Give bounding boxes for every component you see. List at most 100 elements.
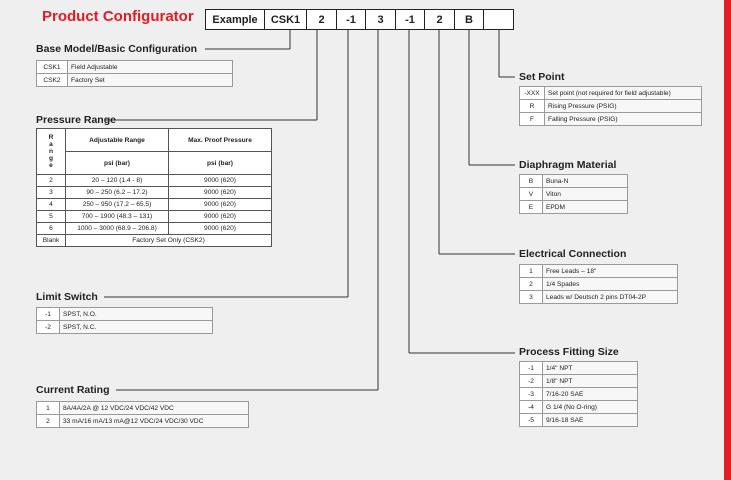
code-cell: V	[519, 187, 543, 201]
range-value: 700 – 1900 (48.3 – 131)	[65, 210, 169, 223]
range-code: 3	[36, 186, 66, 199]
limit-switch-title: Limit Switch	[36, 291, 98, 303]
desc-cell: 9/16-18 SAE	[542, 413, 638, 427]
range-code: 5	[36, 210, 66, 223]
desc-cell: EPDM	[542, 200, 628, 214]
electrical-title: Electrical Connection	[519, 248, 627, 260]
code-cell: -XXX	[519, 86, 545, 100]
blank-description: Factory Set Only (CSK2)	[65, 234, 272, 247]
code-cell: 2	[36, 414, 60, 428]
code-cell: 3	[519, 290, 543, 304]
base-model-title: Base Model/Basic Configuration	[36, 43, 198, 55]
red-edge-bar	[724, 0, 731, 480]
code-cell: -1	[519, 361, 543, 375]
desc-cell: Free Leads – 18"	[542, 264, 678, 278]
desc-cell: 7/16-20 SAE	[542, 387, 638, 401]
code-cell: CSK2	[36, 73, 68, 87]
code-cell: R	[519, 99, 545, 113]
example-set-point	[483, 9, 514, 30]
desc-cell: Leads w/ Deutsch 2 pins DT04-2P	[542, 290, 678, 304]
process-fitting-title: Process Fitting Size	[519, 346, 619, 358]
code-cell: 1	[519, 264, 543, 278]
desc-cell: Factory Set	[67, 73, 233, 87]
desc-cell: Field Adjustable	[67, 60, 233, 74]
code-cell: E	[519, 200, 543, 214]
code-cell: -5	[519, 413, 543, 427]
code-cell: 1	[36, 401, 60, 415]
range-value: 250 – 950 (17.2 – 65.5)	[65, 198, 169, 211]
range-code: 6	[36, 222, 66, 235]
proof-value: 9000 (620)	[168, 198, 272, 211]
desc-cell: SPST, N.C.	[59, 320, 213, 334]
proof-value: 9000 (620)	[168, 210, 272, 223]
example-code-row: Example CSK1 2 -1 3 -1 2 B	[205, 9, 514, 30]
code-cell: -3	[519, 387, 543, 401]
pressure-range-title: Pressure Range	[36, 114, 116, 126]
desc-cell: 1/4" NPT	[542, 361, 638, 375]
code-cell: CSK1	[36, 60, 68, 74]
code-cell: 2	[519, 277, 543, 291]
code-cell: B	[519, 174, 543, 188]
code-cell: -1	[36, 307, 60, 321]
code-cell: -2	[519, 374, 543, 388]
range-code: 2	[36, 174, 66, 187]
proof-value: 9000 (620)	[168, 186, 272, 199]
adjustable-range-header: Adjustable Range	[65, 128, 169, 152]
desc-cell: Falling Pressure (PSIG)	[544, 112, 702, 126]
range-code: 4	[36, 198, 66, 211]
adjustable-unit-header: psi (bar)	[65, 151, 169, 175]
desc-cell: SPST, N.O.	[59, 307, 213, 321]
example-label: Example	[205, 9, 265, 30]
diaphragm-title: Diaphragm Material	[519, 159, 617, 171]
proof-value: 9000 (620)	[168, 174, 272, 187]
desc-cell: 8A/4A/2A @ 12 VDC/24 VDC/42 VDC	[59, 401, 249, 415]
desc-cell: 1/8" NPT	[542, 374, 638, 388]
desc-cell: 33 mA/16 mA/13 mA@12 VDC/24 VDC/30 VDC	[59, 414, 249, 428]
range-code: Blank	[36, 234, 66, 247]
range-value: 1000 – 3000 (68.9 – 206.8)	[65, 222, 169, 235]
desc-cell: G 1/4 (No O-ring)	[542, 400, 638, 414]
example-base-model: CSK1	[263, 9, 308, 30]
set-point-title: Set Point	[519, 71, 565, 83]
max-proof-header: Max. Proof Pressure	[168, 128, 272, 152]
desc-cell: Rising Pressure (PSIG)	[544, 99, 702, 113]
desc-cell: Buna-N	[542, 174, 628, 188]
desc-cell: 1/4 Spades	[542, 277, 678, 291]
current-rating-title: Current Rating	[36, 384, 110, 396]
desc-cell: Set point (not required for field adjust…	[544, 86, 702, 100]
page-title: Product Configurator	[42, 8, 194, 25]
example-fitting: -1	[394, 9, 426, 30]
